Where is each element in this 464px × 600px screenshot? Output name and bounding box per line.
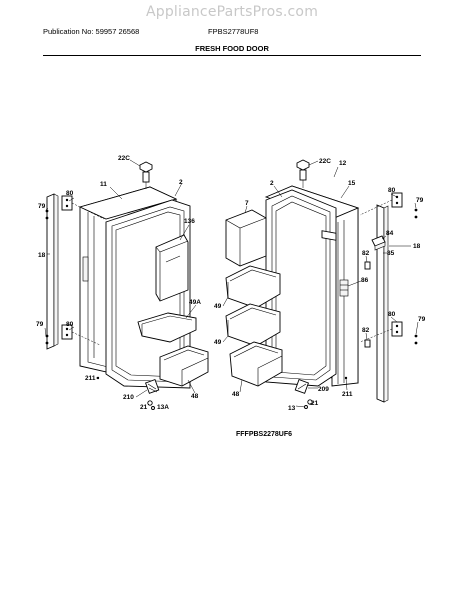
section-title: FRESH FOOD DOOR	[195, 44, 269, 53]
callout-136: 136	[184, 218, 195, 225]
callout-7: 7	[245, 200, 249, 207]
callout-18-left: 18	[38, 252, 46, 259]
left-door-top	[78, 186, 178, 220]
callout-18-right: 18	[413, 243, 421, 250]
right-door-bin-48	[229, 341, 283, 387]
left-screws-79	[45, 209, 49, 345]
model-code: FPBS2778UF8	[208, 27, 259, 36]
callout-13: 13	[288, 405, 296, 412]
right-handle-bar	[376, 204, 385, 403]
callout-48-right: 48	[232, 391, 240, 398]
right-part-86	[339, 279, 349, 297]
right-door-assembly	[222, 159, 419, 409]
right-door-label-12	[321, 230, 337, 241]
callout-211-left: 211	[85, 375, 96, 382]
callout-210: 210	[123, 394, 134, 401]
callout-82-right-upper: 82	[362, 250, 370, 257]
callout-79-left-upper: 79	[38, 203, 46, 210]
callout-2-right: 2	[270, 180, 274, 187]
right-screws-79	[414, 208, 418, 345]
left-dairy-compartment	[155, 234, 189, 302]
callout-labels: 22C 11 2 80 79 136 18 49A 79 80 211 48 2…	[36, 155, 426, 412]
model-label: FFFPBS2278UF6	[236, 431, 293, 438]
callout-48-left: 48	[191, 393, 199, 400]
callout-79-left-lower: 79	[36, 321, 44, 328]
right-door-bin-7	[225, 209, 267, 267]
callout-21-right: 21	[311, 400, 319, 407]
callout-86: 86	[361, 277, 369, 284]
left-door-bin-48	[159, 345, 209, 387]
right-lower-bracket	[391, 321, 403, 337]
left-upper-bracket	[61, 195, 73, 211]
left-door-stop-cap	[139, 161, 153, 173]
left-door-assembly	[44, 159, 209, 410]
right-door-liner	[265, 189, 337, 387]
callout-84: 84	[386, 230, 394, 237]
callout-49-right-upper: 49	[214, 303, 222, 310]
callout-80-right-upper: 80	[388, 187, 396, 194]
right-door-stop-cap	[296, 159, 310, 171]
callout-22c-left: 22C	[118, 155, 130, 162]
callout-12: 12	[339, 160, 347, 167]
callout-209: 209	[318, 386, 329, 393]
watermark: AppliancePartsPros.com	[145, 4, 319, 20]
callout-49-right-lower: 49	[214, 339, 222, 346]
callout-2-left: 2	[179, 179, 183, 186]
right-washer-21	[307, 399, 313, 405]
callout-15: 15	[348, 180, 356, 187]
callout-211-right: 211	[342, 391, 353, 398]
callout-79-right-upper: 79	[416, 197, 424, 204]
callout-22c-right: 22C	[319, 158, 331, 165]
header-rule	[43, 55, 421, 56]
callout-11: 11	[100, 181, 107, 188]
callout-82-right-lower: 82	[362, 327, 370, 334]
right-part-82-lower	[364, 339, 371, 348]
right-part-82-upper	[364, 261, 371, 270]
callout-85: 85	[387, 250, 395, 257]
callout-80-left-lower: 80	[66, 321, 74, 328]
callout-80-right-lower: 80	[388, 311, 396, 318]
callout-79-right-lower: 79	[418, 316, 426, 323]
callout-21-left: 21	[140, 404, 148, 411]
publication-number: Publication No: 59957 26568	[43, 27, 140, 36]
callout-80-left-upper: 80	[66, 190, 74, 197]
callout-13a: 13A	[157, 404, 169, 411]
callout-49a: 49A	[189, 299, 201, 306]
